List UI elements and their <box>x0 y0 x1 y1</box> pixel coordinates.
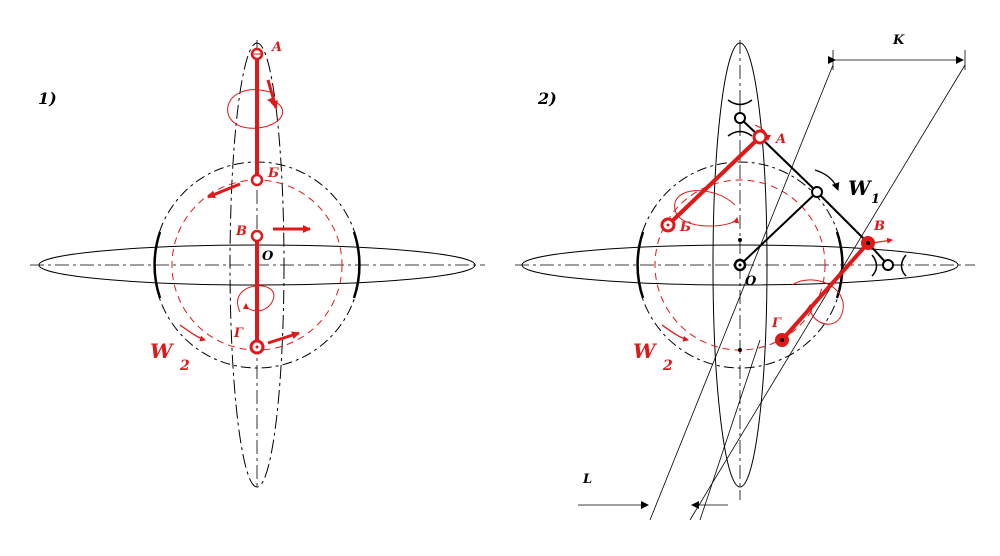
center-dot-lower <box>738 348 742 352</box>
diagonal-line-2 <box>689 64 966 521</box>
dimension-K-label: K <box>892 33 905 48</box>
label-2-G: Г <box>771 316 782 331</box>
slider-right <box>871 254 907 277</box>
link-mid-V <box>816 191 869 244</box>
omega-1-subscript: 1 <box>871 192 880 207</box>
joint-G-center <box>255 345 259 349</box>
outer-circle-2-arc-right <box>835 231 844 299</box>
rotation-swirl-ww2 <box>179 324 206 342</box>
label-B: Б <box>267 166 279 181</box>
center-dot-upper <box>738 238 742 242</box>
diagonal-line-1 <box>649 64 834 521</box>
diagonal-line-3 <box>699 339 761 521</box>
joint-2-V-center <box>866 241 870 245</box>
velocity-arrow-2-V <box>871 237 893 244</box>
slider-top <box>727 99 753 137</box>
joint-2-B-center <box>666 223 670 227</box>
joint-2-mid <box>811 186 823 198</box>
diagram-1-number: 1) <box>38 89 57 108</box>
joint-2-A <box>752 129 768 145</box>
omega-2-subscript: 2 <box>179 358 190 374</box>
outer-circle-arc-right <box>352 231 361 299</box>
diagram-1: 1) A Б В O Г W 2 <box>30 40 485 490</box>
rotation-swirl-2-left <box>674 190 739 227</box>
diagram-2-number: 2) <box>537 89 557 108</box>
joint-2-G-center <box>780 338 784 342</box>
omega-1-arrow <box>814 169 840 191</box>
velocity-arrow-B <box>207 182 241 199</box>
link-A-mid <box>759 136 818 193</box>
joint-2-O-center <box>738 263 742 267</box>
omega-2-subscript-2: 2 <box>662 358 673 374</box>
diagram-2: 2) A Б В O Г W 2 W 1 K L <box>515 33 975 521</box>
outer-circle-2-arc-left <box>636 231 645 299</box>
rotation-swirl-top <box>227 89 284 129</box>
rotation-swirl-2-right <box>791 279 844 325</box>
omega-2-symbol: W <box>150 339 175 363</box>
omega-2-symbol-2: W <box>633 339 658 363</box>
label-G: Г <box>233 326 244 341</box>
velocity-arrow-A <box>266 79 278 109</box>
link-2-A-B <box>666 135 762 227</box>
outer-circle-arc-left <box>153 231 162 299</box>
label-2-B: Б <box>679 220 691 235</box>
omega-1-symbol: W <box>848 176 873 200</box>
dimension-L-label: L <box>582 472 592 487</box>
joint-V <box>250 229 264 243</box>
rotation-swirl-2-ww2 <box>661 324 689 342</box>
label-2-A: A <box>774 132 786 147</box>
label-2-V: В <box>873 219 885 234</box>
crank-O-mid <box>739 191 818 266</box>
velocity-arrow-G <box>267 331 300 345</box>
rotation-swirl-bottom <box>237 285 275 313</box>
label-A: A <box>270 40 282 55</box>
joint-B <box>250 173 264 187</box>
label-O: O <box>262 249 274 264</box>
link-2-V-G <box>780 241 870 342</box>
label-V: В <box>235 224 247 239</box>
label-2-O: O <box>745 274 757 289</box>
